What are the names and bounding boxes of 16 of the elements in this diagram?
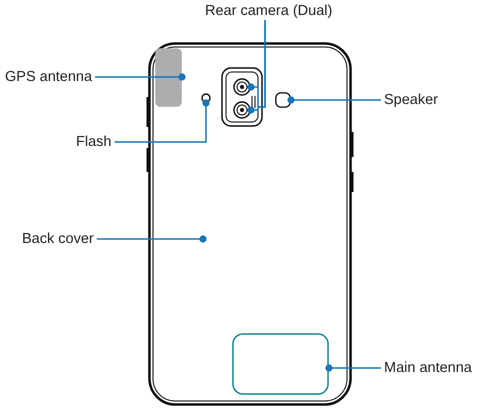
part-label: Back cover <box>22 230 94 248</box>
camera-lens <box>233 101 251 119</box>
leader-line <box>95 73 186 81</box>
part-label: GPS antenna <box>5 68 92 86</box>
leader-line <box>325 364 381 372</box>
leader-line <box>287 96 381 104</box>
phone-back-drawing <box>148 42 352 406</box>
part-label: Rear camera (Dual) <box>205 2 332 20</box>
part-label: Speaker <box>384 91 438 109</box>
leader-line <box>114 99 210 143</box>
gps-antenna-area <box>155 48 182 107</box>
part-label: Main antenna <box>384 359 472 377</box>
camera-lens <box>233 78 251 96</box>
main-antenna-area <box>232 333 329 395</box>
leader-line <box>96 235 207 243</box>
part-label: Flash <box>76 133 112 151</box>
